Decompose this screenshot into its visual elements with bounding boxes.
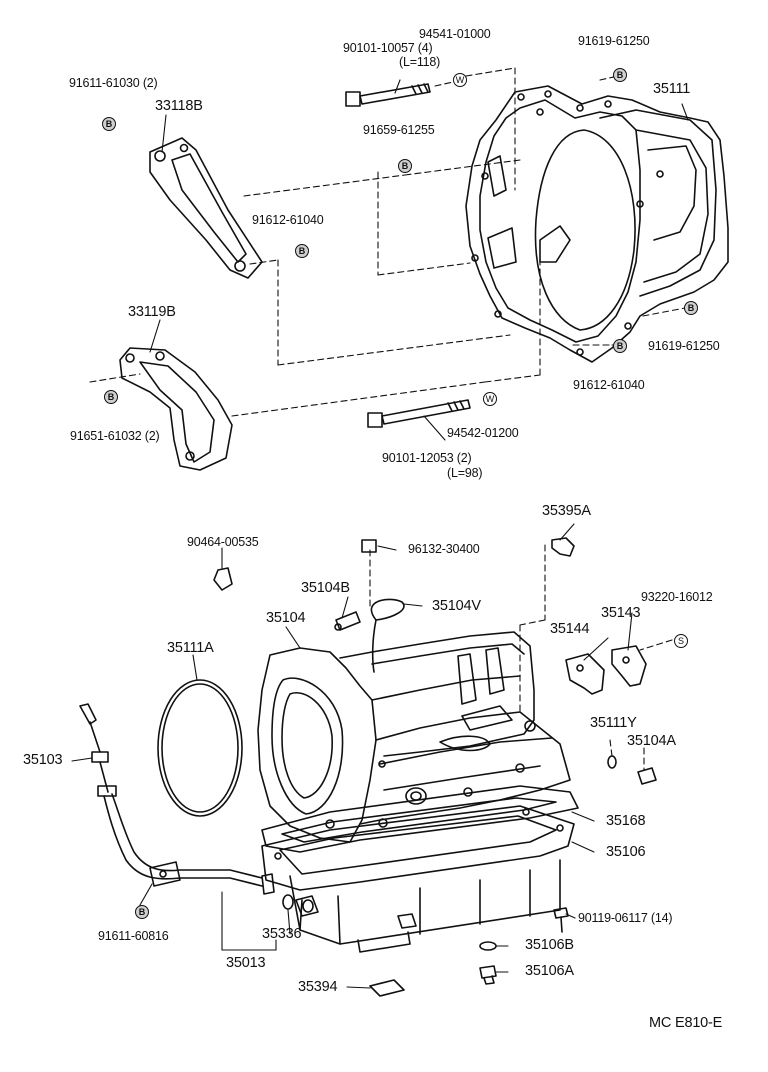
label-35106A: 35106A: [525, 963, 574, 979]
label-90464-00535: 90464-00535: [187, 535, 259, 549]
bolt-badge-91651-61032: B: [104, 390, 118, 404]
bolt-90101-12053: [367, 399, 471, 428]
label-35106B: 35106B: [525, 937, 574, 953]
label-90101-10057: 90101-10057 (4): [343, 41, 433, 55]
gasket-35106B: [479, 941, 497, 951]
solid-leader-lines: [71, 79, 689, 989]
label-35106: 35106: [606, 844, 646, 860]
label-96132-30400: 96132-30400: [408, 542, 480, 556]
bracket-33119B: [119, 347, 233, 471]
label-35111: 35111: [653, 81, 691, 97]
label-91619-61250-top: 91619-61250: [578, 34, 650, 48]
label-35144: 35144: [550, 621, 590, 637]
label-35168: 35168: [606, 813, 646, 829]
bolt-90119-06117: [553, 907, 569, 933]
bell-housing-35111: [465, 85, 729, 363]
label-91651-61032: 91651-61032 (2): [70, 429, 160, 443]
plate-35394: [369, 979, 405, 997]
dipstick-tube-35013: [97, 785, 319, 917]
diagram-code: MC E810-E: [649, 1015, 723, 1031]
label-35394: 35394: [298, 979, 338, 995]
label-91611-60816: 91611-60816: [98, 929, 169, 943]
drain-plug-35106A: [479, 965, 497, 985]
washer-badge-94542-01200: W: [483, 392, 497, 406]
label-33118B: 33118B: [155, 98, 203, 114]
label-35103: 35103: [23, 752, 63, 768]
o-ring-35111Y: [607, 755, 617, 769]
label-35395A: 35395A: [542, 503, 591, 519]
label-91612-61040-right: 91612-61040: [573, 378, 645, 392]
label-90101-10057-length: (L=118): [399, 55, 441, 69]
label-94542-01200: 94542-01200: [447, 426, 519, 440]
label-35013: 35013: [226, 955, 266, 971]
bracket-33118B: [149, 137, 263, 279]
label-90101-12053-length: (L=98): [447, 466, 483, 480]
transmission-case-35104: [257, 631, 571, 843]
label-33119B: 33119B: [128, 304, 176, 320]
dashed-leader-lines-lower: [369, 544, 673, 771]
bolt-90101-10057: [345, 83, 431, 107]
bolt-badge-91659-61255: B: [398, 159, 412, 173]
label-35111A: 35111A: [167, 640, 214, 656]
label-35111Y: 35111Y: [590, 715, 637, 731]
bolt-badge-91619-61250-top: B: [613, 68, 627, 82]
label-91619-61250-right: 91619-61250: [648, 339, 720, 353]
dashed-leader-lines-upper: [89, 67, 686, 417]
label-35104V: 35104V: [432, 598, 481, 614]
label-93220-16012: 93220-16012: [641, 590, 713, 604]
label-91611-61030: 91611-61030 (2): [69, 76, 158, 90]
label-90119-06117: 90119-06117 (14): [578, 911, 673, 925]
bolt-badge-91612-61040-right: B: [613, 339, 627, 353]
label-91659-61255: 91659-61255: [363, 123, 435, 137]
dipstick-35103: [79, 703, 109, 793]
label-35143: 35143: [601, 605, 641, 621]
bolt-badge-91612-61040-left: B: [295, 244, 309, 258]
label-35104B: 35104B: [301, 580, 350, 596]
bolt-badge-91619-61250-right: B: [684, 301, 698, 315]
screw-badge-93220-16012: S: [674, 634, 688, 648]
bracket-35144: [565, 653, 605, 695]
label-35104A: 35104A: [627, 733, 676, 749]
label-35336: 35336: [262, 926, 302, 942]
label-91612-61040-left: 91612-61040: [252, 213, 324, 227]
label-90101-12053: 90101-12053 (2): [382, 451, 472, 465]
bracket-35143: [611, 645, 647, 687]
o-ring-35111A: [157, 679, 243, 817]
bolt-badge-91611-61030: B: [102, 117, 116, 131]
label-94541-01000: 94541-01000: [419, 27, 491, 41]
bolt-badge-91611-60816: B: [135, 905, 149, 919]
breather-hose-35104V: [213, 537, 575, 673]
plug-35104A: [637, 767, 657, 785]
washer-badge-94541-01000: W: [453, 73, 467, 87]
label-35104: 35104: [266, 610, 306, 626]
